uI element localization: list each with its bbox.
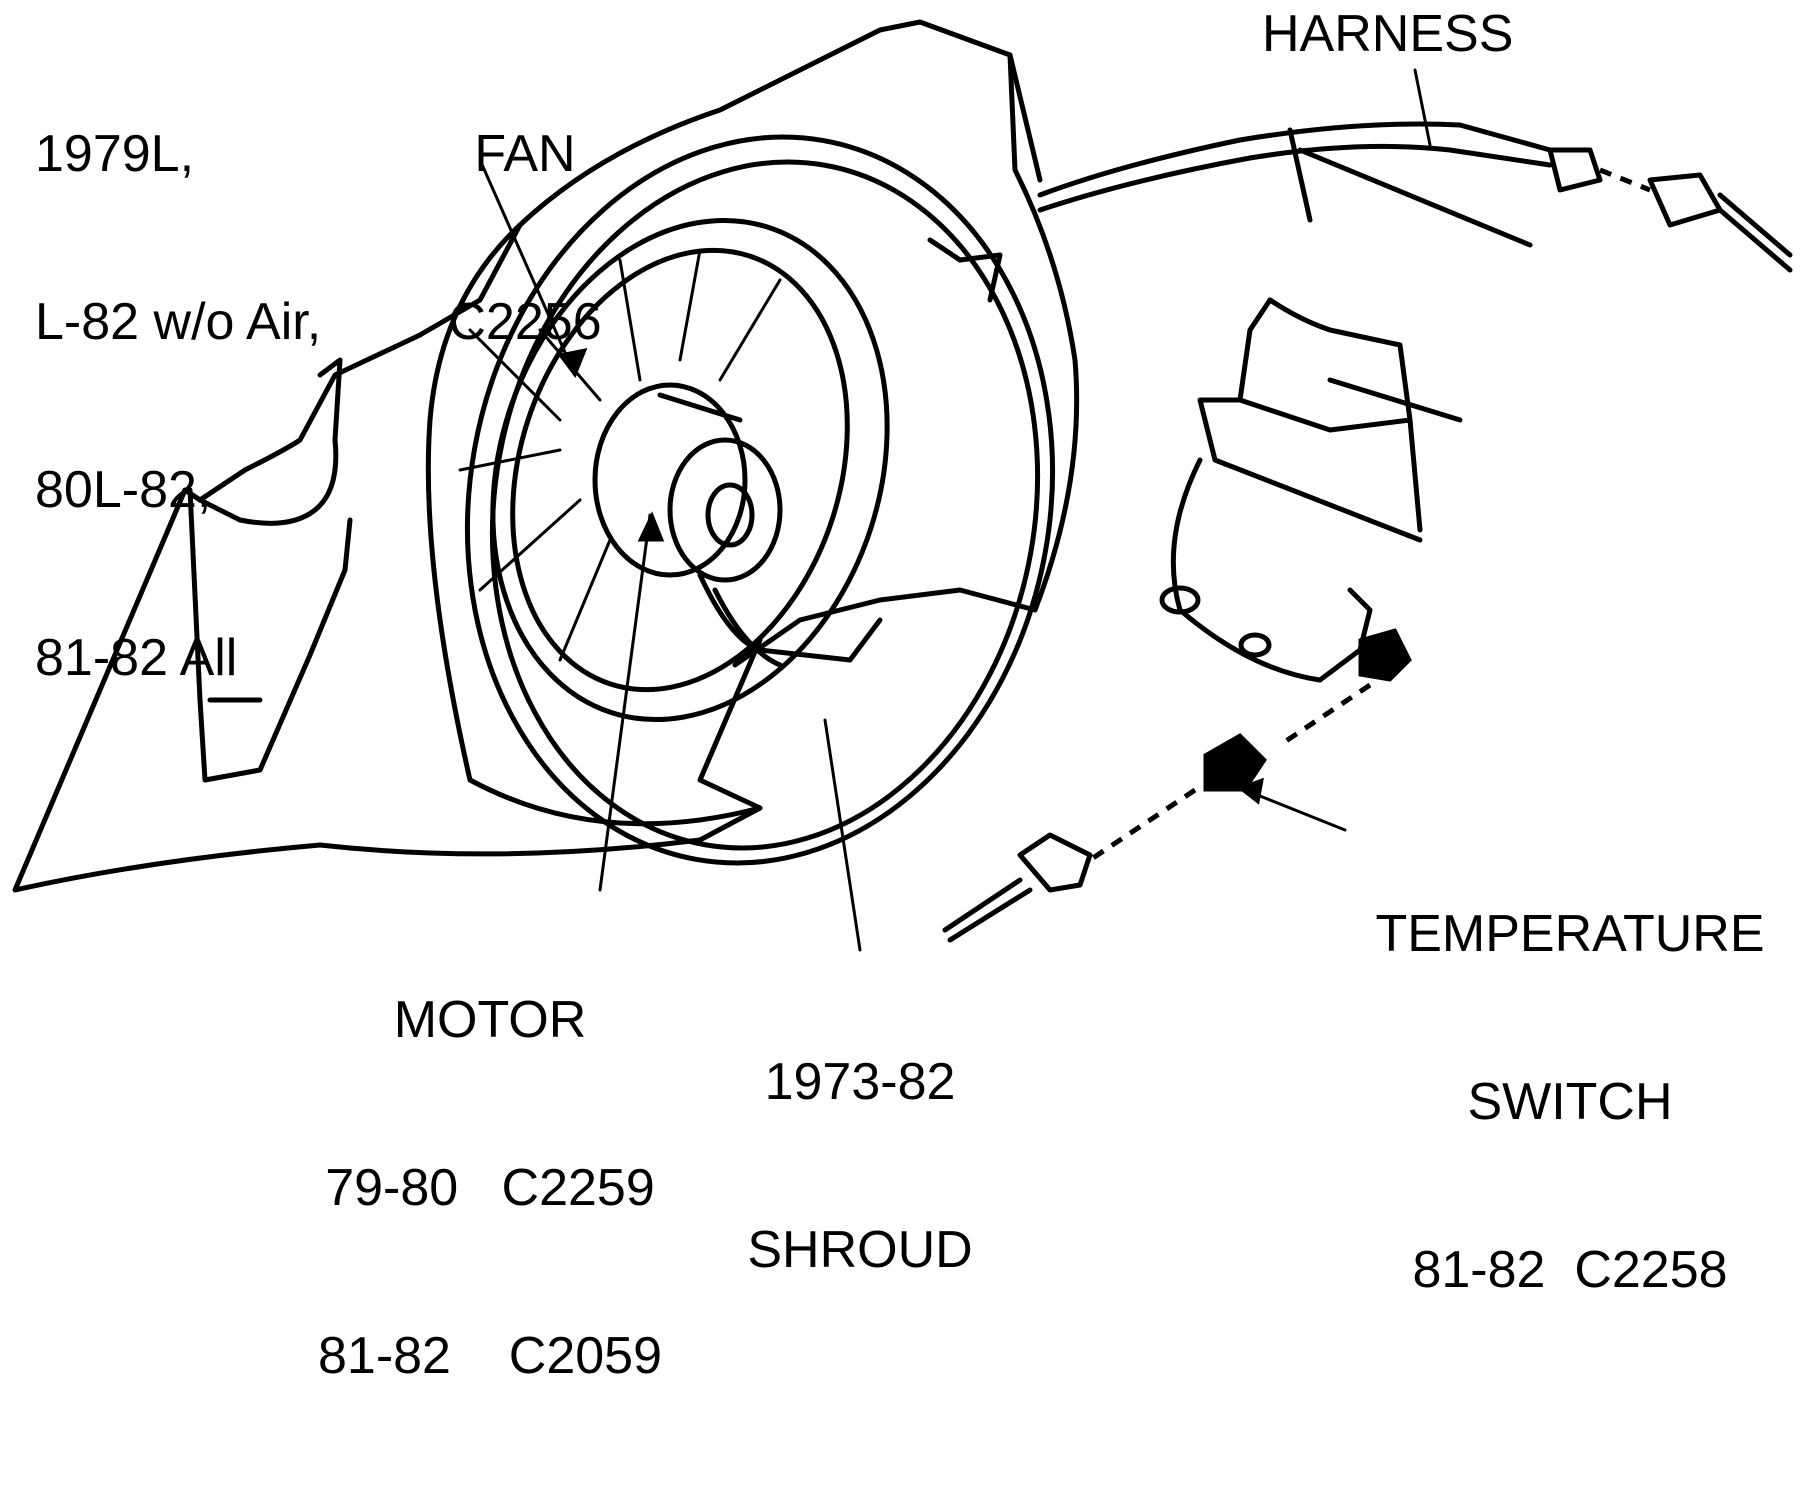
harness-label: HARNESS [1262,5,1514,63]
temperature-switch [942,628,1412,943]
motor-label-name: MOTOR [393,991,587,1049]
motor-body [592,382,883,668]
motor-label-line-1: 79-80 C2259 [325,1159,655,1217]
fan-label: FAN C2256 [420,14,630,462]
shroud-outline [12,19,1080,893]
temperature-switch-label-line-1: TEMPERATURE [1375,905,1765,963]
switch-leader-line [1243,788,1347,832]
fan-label-part: C2256 [448,293,602,351]
shroud-leader-line [823,718,862,952]
fan-label-name: FAN [474,125,576,183]
applicability-note: 1979L, L-82 w/o Air, 80L-82, 81-82 All [35,14,321,798]
shroud-label-year: 1973-82 [764,1053,956,1111]
shroud-label: 1973-82 SHROUD [720,942,1000,1390]
shroud-label-name: SHROUD [747,1221,973,1279]
applicability-line-4: 81-82 All [35,629,238,687]
motor-leader-line [598,513,652,892]
harness-leader-line [1413,68,1432,147]
fan-leader-line [478,158,577,377]
temperature-switch-label-part: 81-82 C2258 [1412,1241,1728,1299]
exploded-parts-drawing [12,19,1793,952]
applicability-line-3: 80L-82, [35,461,212,519]
leader-lines [478,68,1432,952]
applicability-line-1: 1979L, [35,125,195,183]
fan-assembly [458,217,890,723]
engine-block [1159,297,1463,683]
harness-wire [927,121,1793,303]
diagram-canvas: 1979L, L-82 w/o Air, 80L-82, 81-82 All F… [12,5,1793,1384]
temperature-switch-label: TEMPERATURE SWITCH 81-82 C2258 [1340,794,1800,1410]
motor-label: MOTOR 79-80 C2259 81-82 C2059 [280,880,700,1496]
motor-label-line-2: 81-82 C2059 [317,1327,663,1385]
temperature-switch-label-line-2: SWITCH [1467,1073,1673,1131]
applicability-line-2: L-82 w/o Air, [35,293,322,351]
